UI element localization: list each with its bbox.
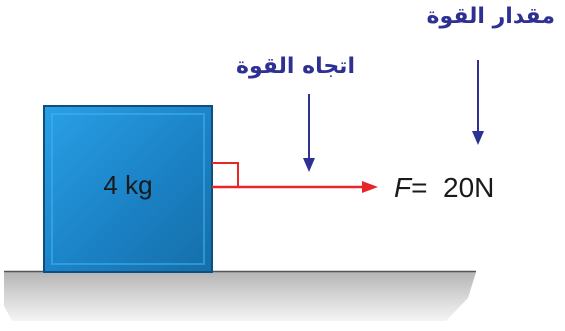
magnitude-pointer-arrow [472,60,484,145]
force-arrow [212,181,378,193]
force-value: 20N [443,172,495,203]
mass-block [43,105,213,273]
force-direction-label: اتجاه القوة [236,54,355,79]
mass-label: 4 kg [103,170,153,200]
force-magnitude-label: مقدار القوة [426,4,555,29]
right-angle-marker [212,162,239,187]
ground [4,270,476,321]
force-equation: F= 20N [394,172,494,204]
force-symbol: F [394,172,412,203]
equals-sign: = [411,172,428,203]
direction-pointer-arrow [303,94,315,172]
